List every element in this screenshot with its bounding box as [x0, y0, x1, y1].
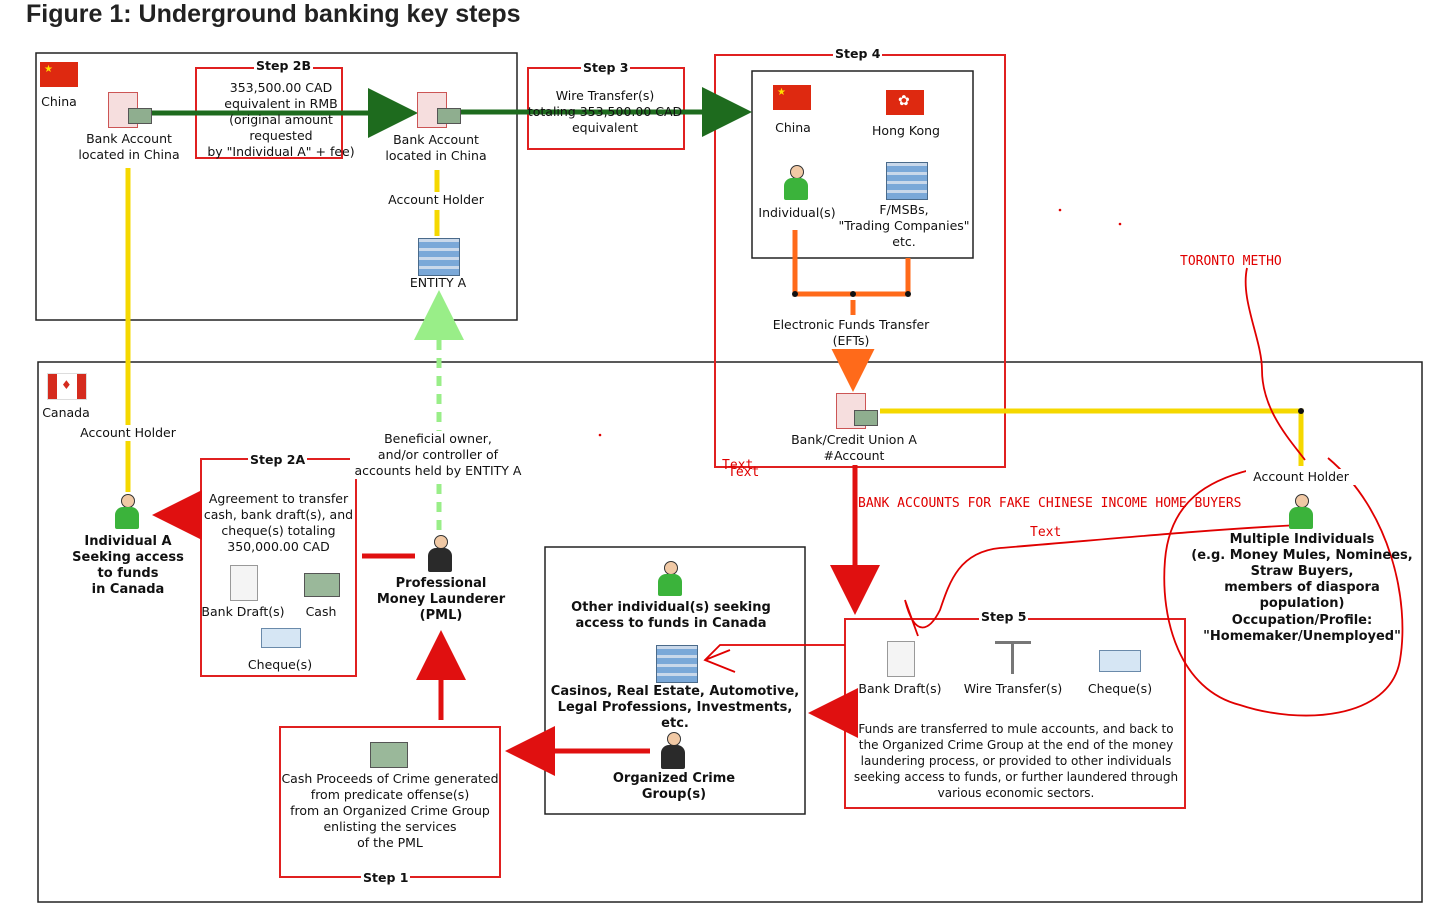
- person-icon: [114, 494, 140, 530]
- annotation-circle: [1163, 457, 1404, 717]
- annotation-text-2: Text: [728, 465, 760, 480]
- step3-tag: Step 3: [581, 60, 631, 75]
- step2a-bank-drafts-label: Bank Draft(s): [201, 604, 285, 619]
- annotation-toronto-line: [1244, 267, 1306, 461]
- step4-china-label: China: [775, 120, 811, 135]
- multiple-individuals-label: Multiple Individuals (e.g. Money Mules, …: [1191, 532, 1413, 611]
- step5-tag: Step 5: [979, 609, 1029, 624]
- figure-title: Figure 1: Underground banking key steps: [26, 0, 521, 28]
- hong-kong-flag-icon: ✿: [886, 90, 924, 115]
- account-holder-right-label: Account Holder: [1246, 469, 1356, 485]
- money-stack-icon: [437, 108, 461, 124]
- annotation-text-1: Text: [722, 458, 754, 473]
- money-stack-icon: [128, 108, 152, 124]
- step5-cheques-label: Cheque(s): [1087, 681, 1153, 696]
- china-flag-icon: ★: [40, 62, 78, 87]
- step2b-text: 353,500.00 CAD equivalent in RMB (origin…: [207, 80, 355, 159]
- step2a-cash-label: Cash: [305, 604, 337, 619]
- businessman-icon: [427, 535, 453, 573]
- occupation-label: Occupation/Profile: "Homemaker/Unemploye…: [1203, 613, 1401, 644]
- cheque-icon: [1099, 650, 1141, 672]
- china-flag-icon-step4: ★: [773, 85, 811, 110]
- beneficial-owner-label: Beneficial owner, and/or controller of a…: [350, 431, 526, 479]
- fmsbs-label: F/MSBs, "Trading Companies" etc.: [838, 202, 970, 249]
- cheque-icon: [261, 628, 301, 648]
- other-individuals-label: Other individual(s) seeking access to fu…: [571, 600, 771, 631]
- sectors-label: Casinos, Real Estate, Automotive, Legal …: [550, 684, 800, 731]
- annotation-text-3: Text: [1030, 525, 1062, 540]
- cash-icon: [304, 573, 340, 597]
- building-icon: [656, 645, 698, 683]
- person-icon: [783, 165, 809, 201]
- account-holder-left-label: Account Holder: [76, 425, 180, 441]
- canada-flag-icon: ♦: [47, 373, 87, 400]
- bank-draft-icon: [887, 641, 915, 677]
- eft-label: Electronic Funds Transfer (EFTs): [762, 317, 940, 349]
- step4-tag: Step 4: [833, 46, 883, 61]
- step3-text: Wire Transfer(s) totaling 353,500.00 CAD…: [527, 88, 683, 135]
- wire-transfer-icon: [995, 641, 1031, 678]
- cash-icon: [370, 742, 408, 768]
- person-icon: [657, 561, 683, 597]
- step4-hong-kong-label: Hong Kong: [872, 123, 940, 138]
- canada-label: Canada: [42, 405, 90, 420]
- bank-draft-icon: [230, 565, 258, 601]
- yellow-line-bank-to-holders: [880, 408, 1304, 466]
- entity-a-label: ENTITY A: [409, 275, 467, 290]
- step5-wire-transfers-label: Wire Transfer(s): [963, 681, 1063, 696]
- organized-crime-label: Organized Crime Group(s): [612, 771, 736, 802]
- bank-account-2-label: Bank Account located in China: [385, 132, 487, 163]
- china-label: China: [41, 94, 77, 109]
- step1-text: Cash Proceeds of Crime generated from pr…: [281, 771, 499, 850]
- individuals-label: Individual(s): [758, 205, 836, 220]
- step1-tag: Step 1: [361, 870, 411, 885]
- money-stack-icon: [854, 410, 878, 426]
- step2a-cheques-label: Cheque(s): [247, 657, 313, 672]
- building-icon: [418, 238, 460, 276]
- step2a-text: Agreement to transfer cash, bank draft(s…: [203, 491, 354, 554]
- step5-bank-drafts-label: Bank Draft(s): [858, 681, 942, 696]
- step2b-tag: Step 2B: [254, 58, 313, 73]
- pml-label: Professional Money Launderer (PML): [376, 576, 506, 623]
- annotation-arrow-to-casinos: [703, 644, 845, 673]
- bank-account-1-label: Bank Account located in China: [78, 131, 180, 162]
- businessman-icon: [660, 732, 686, 770]
- annotation-bank-accounts: BANK ACCOUNTS FOR FAKE CHINESE INCOME HO…: [858, 496, 1242, 511]
- eft-line-right: [853, 258, 911, 297]
- annotation-toronto: TORONTO METHO: [1180, 254, 1282, 269]
- china-region-box: [35, 52, 518, 321]
- annotation-arrow-to-draft: [904, 524, 1301, 637]
- person-icon: [1288, 494, 1314, 530]
- account-holder-label: Account Holder: [388, 192, 484, 207]
- canada-region-box: [37, 361, 1423, 903]
- bank-credit-union-label: Bank/Credit Union A #Account: [791, 432, 917, 463]
- step5-text: Funds are transferred to mule accounts, …: [853, 722, 1179, 800]
- step2a-tag: Step 2A: [248, 452, 308, 467]
- individual-a-label: Individual A Seeking access to funds in …: [72, 534, 184, 597]
- building-icon: [886, 162, 928, 200]
